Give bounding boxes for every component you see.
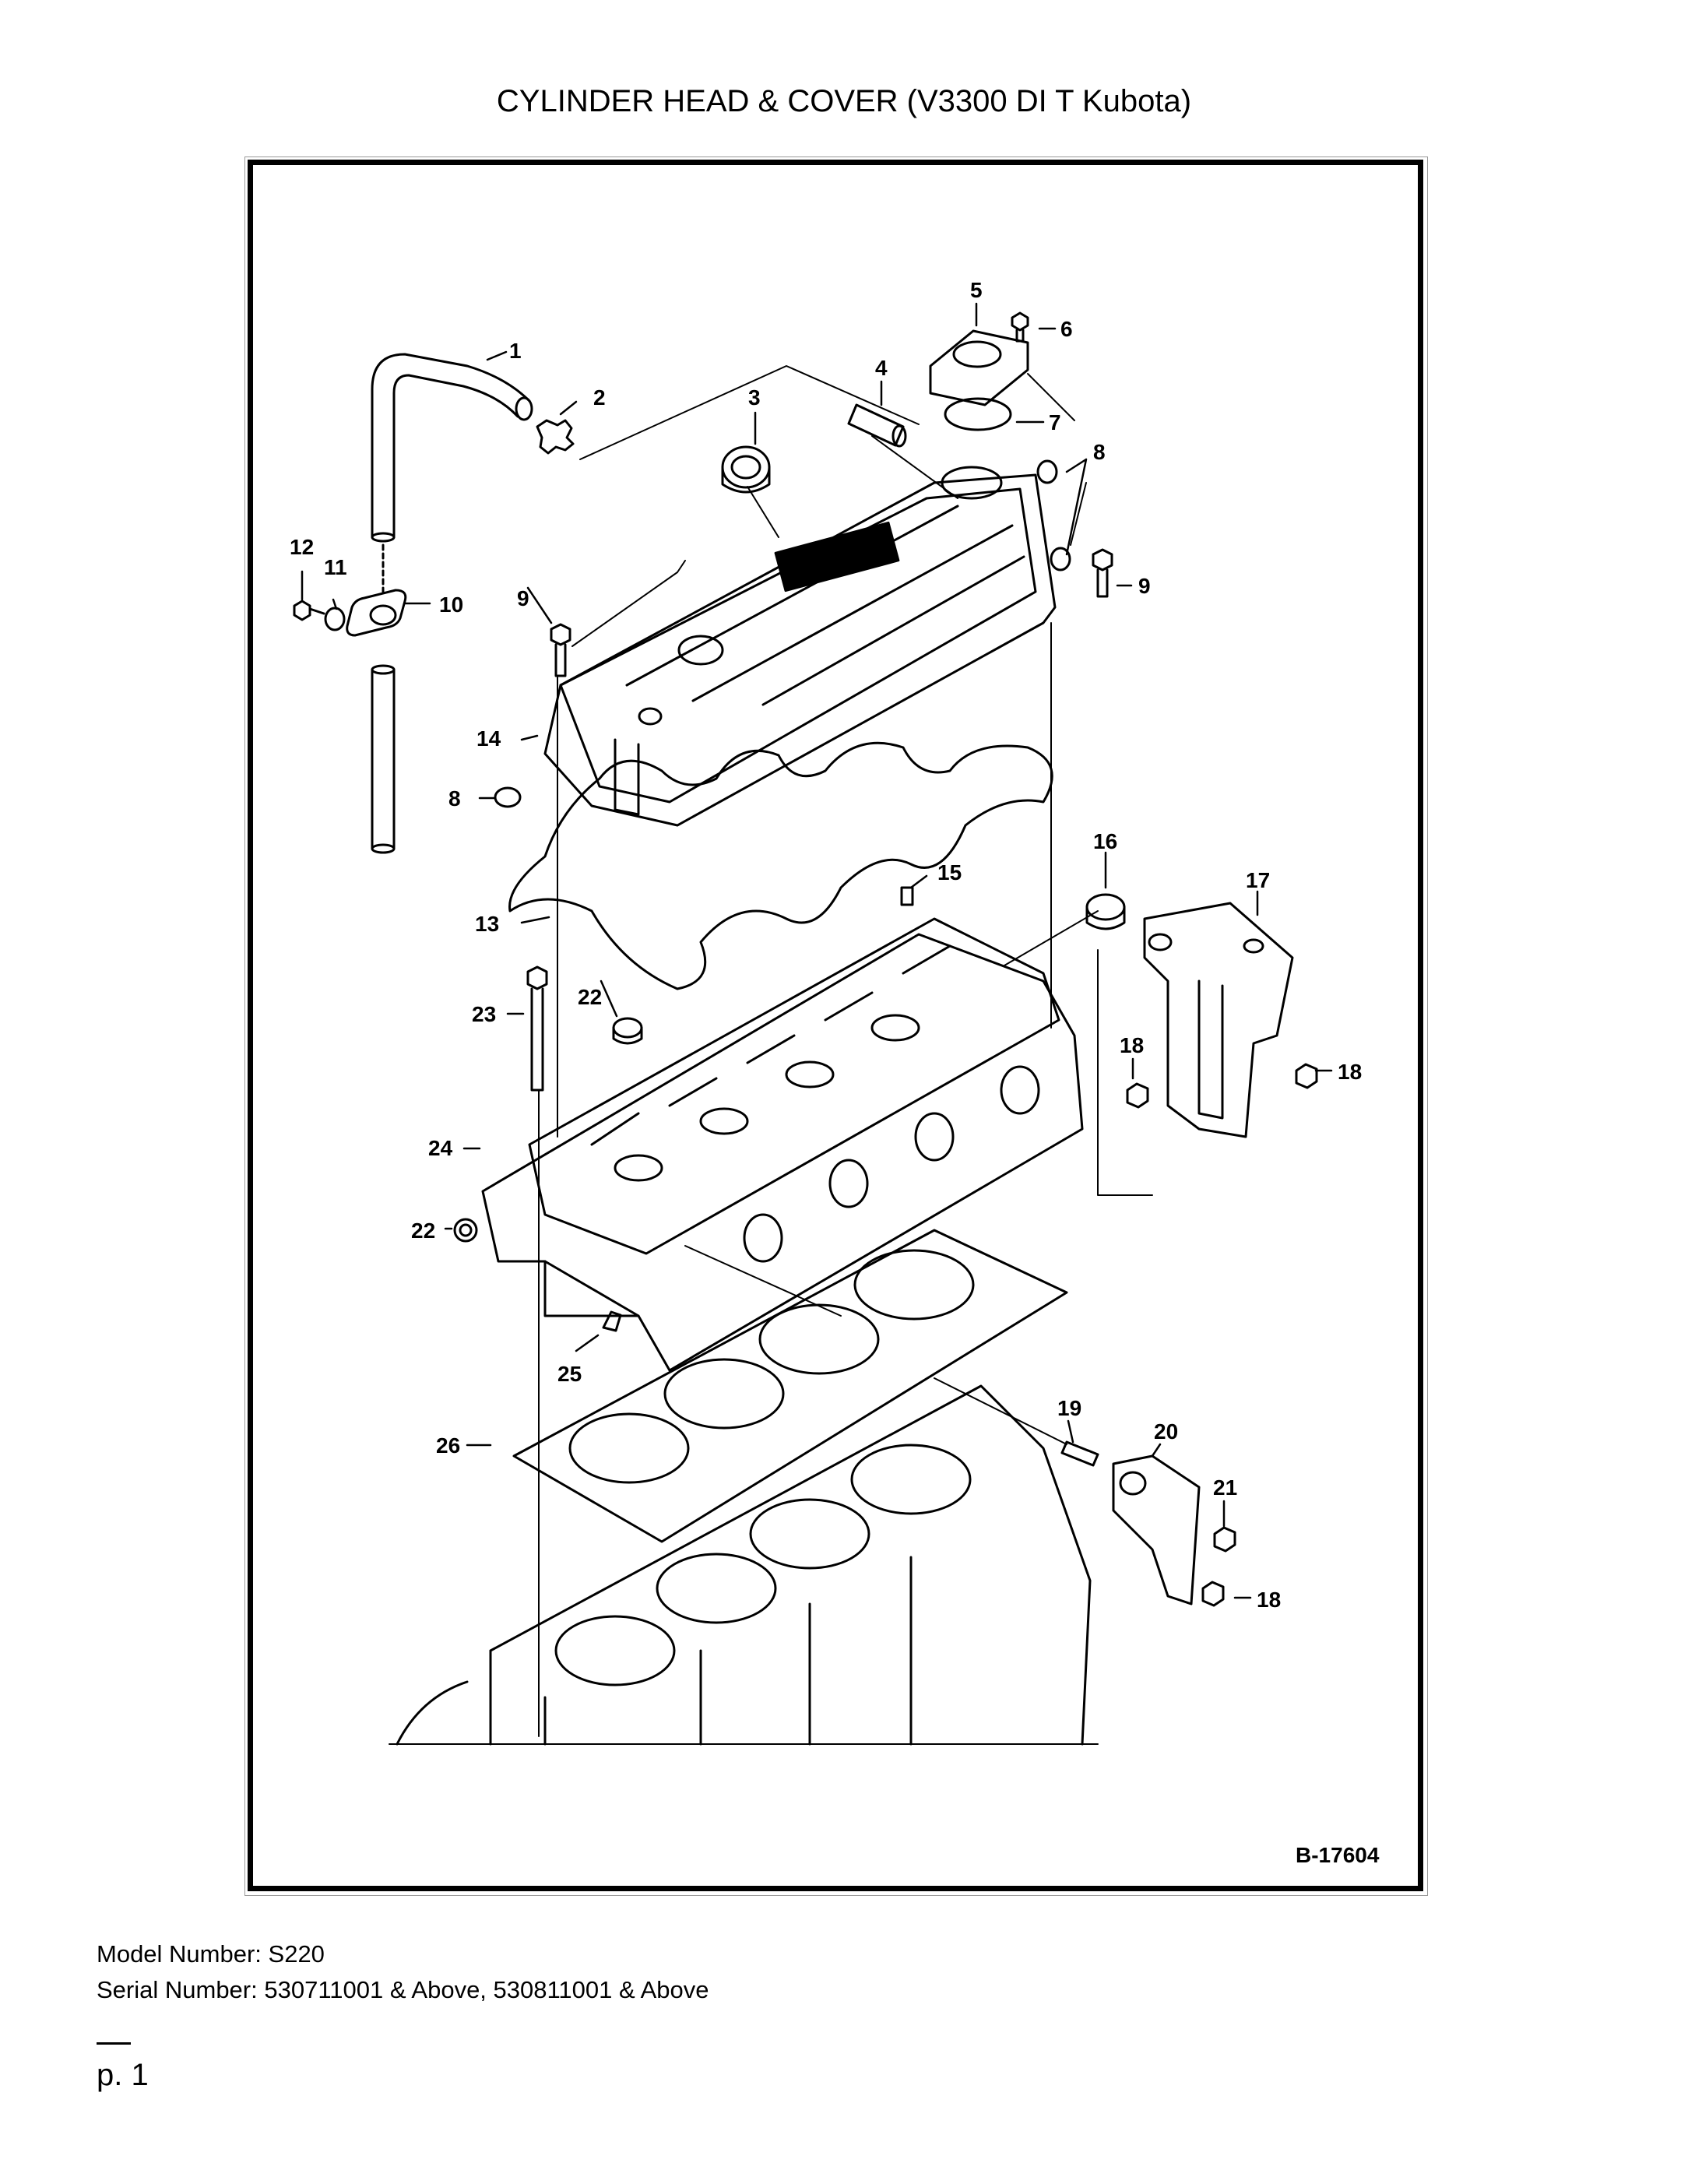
plug-25 <box>602 1310 622 1332</box>
bracket-17 <box>1143 902 1294 1138</box>
callout-1: 1 <box>509 339 522 363</box>
callout-6: 6 <box>1060 317 1073 341</box>
callout-18-left: 18 <box>1120 1033 1144 1057</box>
callout-4: 4 <box>875 356 888 380</box>
breather-cover <box>929 329 1029 406</box>
callout-10: 10 <box>439 593 463 617</box>
grommets-8 <box>494 459 1071 808</box>
callout-25: 25 <box>557 1362 582 1386</box>
callout-18-right: 18 <box>1338 1060 1362 1084</box>
bolt-12 <box>293 600 325 621</box>
callout-16: 16 <box>1093 829 1117 853</box>
breather-hose <box>371 353 533 854</box>
callout-8-left: 8 <box>448 786 461 811</box>
page-title: CYLINDER HEAD & COVER (V3300 DI T Kubota… <box>496 84 1192 118</box>
page-divider <box>97 2042 131 2045</box>
cylinder-head <box>481 917 1084 1372</box>
oil-filler-cap <box>721 445 771 494</box>
callout-19: 19 <box>1057 1396 1081 1420</box>
leader-lines <box>301 302 1333 1599</box>
rocker-cover-gasket <box>508 741 1053 990</box>
callout-5: 5 <box>970 278 983 302</box>
callout-12: 12 <box>290 535 314 559</box>
callout-3: 3 <box>748 385 761 410</box>
hose-clamp <box>536 419 575 455</box>
callout-13: 13 <box>475 912 499 936</box>
plug-16 <box>1085 893 1126 930</box>
serial-number: Serial Number: 530711001 & Above, 530811… <box>97 1976 709 2003</box>
screw-6 <box>1011 311 1029 343</box>
plug-15 <box>900 886 914 906</box>
callout-22-top: 22 <box>578 985 602 1009</box>
washer-11 <box>324 607 346 631</box>
callout-9-right: 9 <box>1138 574 1151 598</box>
head-gasket <box>512 1229 1068 1543</box>
reference-lines <box>538 365 1153 1737</box>
callout-24: 24 <box>428 1136 453 1160</box>
callout-9-left: 9 <box>517 586 529 610</box>
callout-22-left: 22 <box>411 1219 435 1243</box>
callout-11: 11 <box>324 555 347 579</box>
breather-fitting <box>847 403 907 448</box>
figure-frame-shadow <box>244 157 1428 1896</box>
rocker-cover <box>543 466 1057 827</box>
plugs-22 <box>453 1017 643 1243</box>
callout-14: 14 <box>477 726 501 751</box>
callout-23: 23 <box>472 1002 496 1026</box>
bolts-18 <box>1126 1063 1318 1607</box>
callout-21: 21 <box>1213 1475 1237 1500</box>
bolts-9 <box>550 548 1113 677</box>
stud-19 <box>1060 1440 1099 1467</box>
callout-15: 15 <box>937 860 962 885</box>
head-bolt-23 <box>526 965 548 1092</box>
callout-7: 7 <box>1049 410 1061 434</box>
hose-clip-10 <box>346 589 407 637</box>
engine-block <box>389 1384 1099 1746</box>
callout-26: 26 <box>436 1433 460 1458</box>
figure-id: B-17604 <box>1296 1843 1380 1867</box>
callout-2: 2 <box>593 385 606 410</box>
callout-20: 20 <box>1154 1419 1178 1444</box>
callout-8-top: 8 <box>1093 440 1106 464</box>
page-number: p. 1 <box>97 2058 149 2092</box>
figure-frame <box>248 160 1423 1891</box>
lifting-bracket-20 <box>1112 1454 1201 1605</box>
o-ring-7 <box>944 397 1012 431</box>
callout-17: 17 <box>1246 868 1270 892</box>
callout-18-bottom: 18 <box>1257 1588 1281 1612</box>
nut-21 <box>1213 1526 1236 1553</box>
model-number: Model Number: S220 <box>97 1940 325 1968</box>
